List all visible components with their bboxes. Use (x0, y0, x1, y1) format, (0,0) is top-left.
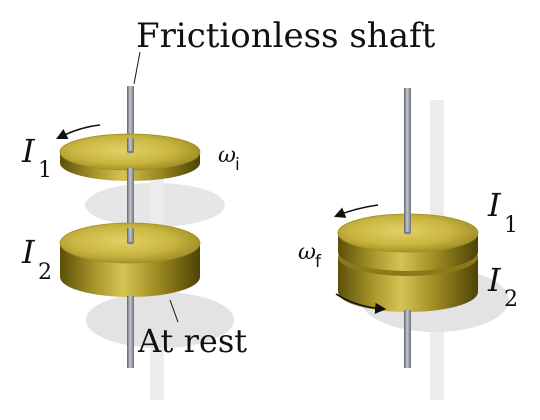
at-rest-leader-line (169, 299, 179, 323)
svg-text:ω: ω (298, 240, 316, 265)
svg-text:1: 1 (38, 158, 52, 183)
svg-text:2: 2 (38, 260, 52, 285)
left-assembly (55, 86, 201, 368)
shaft-leader-line (133, 51, 141, 85)
frictionless-shaft-label: Frictionless shaft (136, 16, 436, 56)
svg-text:I: I (21, 132, 36, 170)
svg-text:I: I (21, 233, 36, 271)
label-omega-f: ω f (298, 240, 322, 272)
left-disk-i1 (59, 133, 201, 181)
right-disk-i1 (337, 213, 479, 271)
left-disk-i2 (59, 222, 201, 297)
label-i1-right: I 1 (487, 186, 518, 238)
label-omega-i: ω i (218, 143, 240, 175)
omega-f-arrow-bottom (335, 293, 387, 314)
at-rest-label: At rest (137, 322, 247, 360)
label-i2-left: I 2 (21, 233, 52, 285)
shadow-left-bottom (86, 292, 234, 348)
svg-text:i: i (235, 155, 240, 175)
omega-i-arrow (55, 124, 101, 140)
label-i1-left: I 1 (21, 132, 52, 183)
svg-text:ω: ω (218, 143, 236, 168)
svg-text:2: 2 (504, 287, 518, 312)
svg-text:I: I (487, 186, 502, 224)
omega-f-arrow-top (333, 204, 379, 218)
label-i2-right: I 2 (487, 261, 518, 312)
right-assembly (333, 88, 479, 368)
svg-text:f: f (315, 252, 322, 272)
svg-text:1: 1 (504, 213, 518, 238)
svg-text:I: I (487, 261, 502, 299)
